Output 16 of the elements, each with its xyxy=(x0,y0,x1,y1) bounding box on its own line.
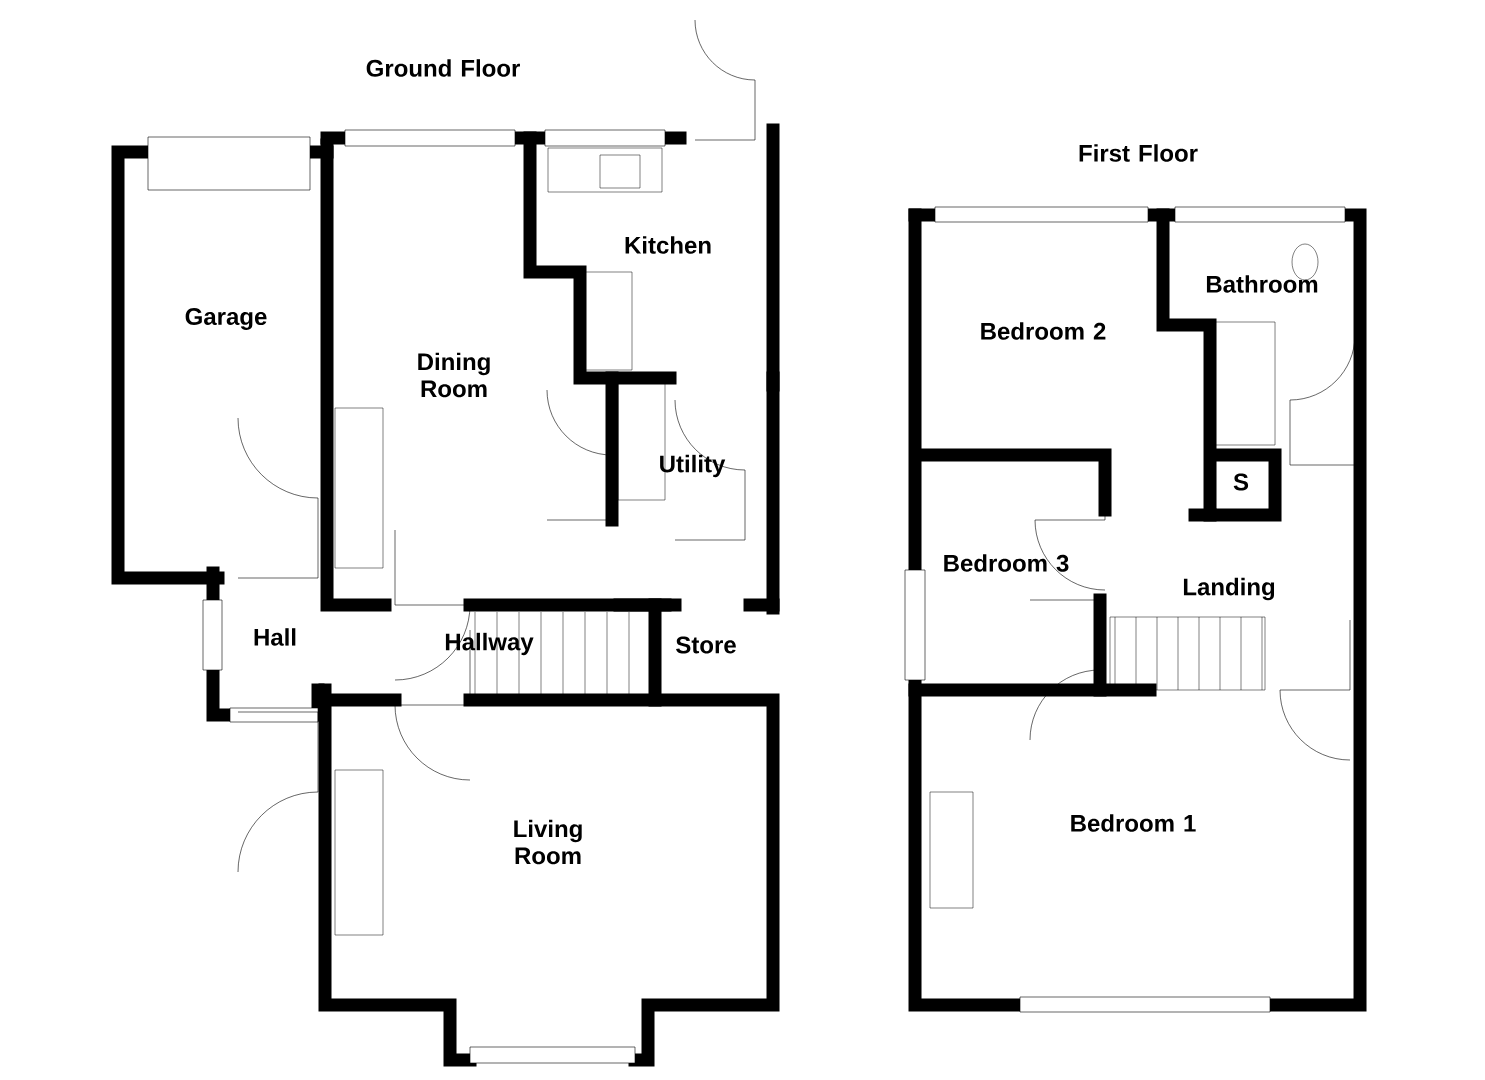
room-label: Dining Room xyxy=(418,352,490,398)
room-label: Store xyxy=(676,636,736,654)
room-label: Utility xyxy=(660,454,726,478)
room-label: Hall xyxy=(254,628,296,646)
room-label: S xyxy=(1233,473,1249,491)
room-label: Landing xyxy=(1183,577,1275,601)
room-label: Bedroom 1 xyxy=(1071,814,1196,832)
room-label: Bathroom xyxy=(1206,275,1318,293)
room-label: Bedroom 3 xyxy=(944,554,1069,572)
room-label: Kitchen xyxy=(625,236,711,254)
room-label: Hallway xyxy=(445,632,534,656)
floor-heading: First Floor xyxy=(1079,144,1198,162)
room-label: Living Room xyxy=(514,819,582,865)
room-label: Bedroom 2 xyxy=(981,322,1106,340)
room-label: Garage xyxy=(185,308,267,330)
floor-heading: Ground Floor xyxy=(366,59,520,77)
